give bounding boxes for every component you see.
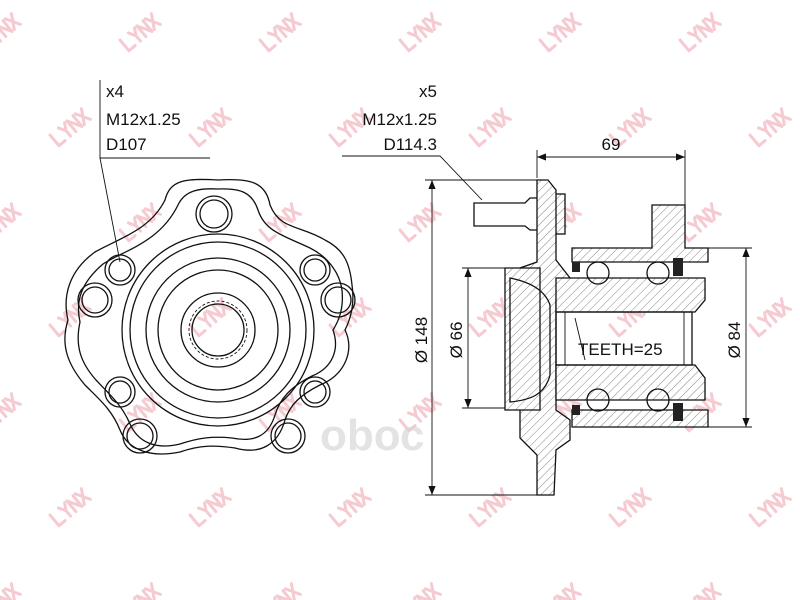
- callout-leader-right: [342, 155, 483, 201]
- brand-watermark-logo: [0, 392, 22, 433]
- seals: [572, 258, 683, 421]
- brand-watermark-logo: [398, 12, 442, 53]
- hub-shaft-lower: [555, 364, 706, 401]
- spline-outer: [180, 292, 256, 368]
- wheel-stud: [473, 197, 541, 231]
- hub-shaft-upper: [555, 277, 706, 313]
- outer-ring-upper: [571, 204, 709, 263]
- front-view: x4 M12x1.25 D107: [64, 80, 356, 455]
- secondary-watermark: оbос: [320, 411, 425, 460]
- brand-watermark-logo: [258, 12, 302, 53]
- callout-thread-right: M12x1.25: [362, 110, 437, 129]
- side-view: x5 M12x1.25 D114.3 TEETH=25: [342, 82, 752, 496]
- brand-watermark-logo: [188, 107, 232, 148]
- hub-ring-4: [157, 269, 279, 391]
- callout-count-right: x5: [419, 82, 437, 101]
- brand-watermark-logo: [0, 582, 22, 600]
- callout-thread-left: M12x1.25: [106, 110, 181, 129]
- stud-holes: [77, 195, 356, 454]
- brand-watermark-logo: [398, 202, 442, 243]
- brand-watermark-logo: [608, 487, 652, 528]
- dim-148: Ø 148: [412, 317, 431, 363]
- brand-watermark-logo: [328, 107, 372, 148]
- brand-watermark-logo: [678, 12, 722, 53]
- brand-watermark-logo: [748, 297, 792, 338]
- brand-watermark-logo: [748, 107, 792, 148]
- brand-watermark-logo: [538, 12, 582, 53]
- outer-ring-lower: [571, 409, 709, 428]
- brand-watermark-logo: [678, 202, 722, 243]
- callout-pcd-right: D114.3: [383, 135, 437, 154]
- brand-watermark-logo: [468, 487, 512, 528]
- brand-watermark-logo: [258, 392, 302, 433]
- dim-84: Ø 84: [725, 322, 744, 359]
- hub-ring-outer: [121, 233, 315, 427]
- brand-watermark-logo: [678, 582, 722, 600]
- brand-watermark-logo: [608, 107, 652, 148]
- brand-watermark-logo: [0, 12, 22, 53]
- flange-outline: [64, 178, 354, 455]
- spline-inner: [191, 303, 245, 357]
- hub-ring-3: [145, 257, 291, 403]
- brand-watermark-logo: [608, 297, 652, 338]
- flange-inner-outline: [77, 188, 344, 447]
- callout-pcd-left: D107: [106, 135, 147, 154]
- pilot-inner: [509, 277, 551, 403]
- brand-watermark-logo: [258, 582, 302, 600]
- brand-watermark-logo: [48, 487, 92, 528]
- brand-watermark-logo: [468, 107, 512, 148]
- callout-count-left: x4: [106, 82, 124, 101]
- brand-watermark-logo: [398, 392, 442, 433]
- brand-watermark-logo: [328, 487, 372, 528]
- pilot-section: [504, 267, 541, 411]
- bearing-balls: [586, 261, 670, 412]
- brand-watermark-logo: [188, 297, 232, 338]
- callout-leader-left-arrow: [99, 157, 121, 263]
- brand-watermark-logo: [468, 297, 512, 338]
- brand-watermark-logo: [118, 392, 162, 433]
- dim-width: 69: [602, 135, 621, 154]
- teeth-label: TEETH=25: [578, 340, 663, 359]
- brand-watermark-logo: [398, 582, 442, 600]
- brand-watermark-logo: [48, 107, 92, 148]
- dim-66: Ø 66: [447, 322, 466, 359]
- brand-watermark-logo: [748, 487, 792, 528]
- hub-ring-2: [129, 241, 307, 419]
- brand-watermark-logo: [258, 202, 302, 243]
- spline-teeth: [188, 300, 248, 360]
- brand-watermark-logo: [0, 202, 22, 243]
- brand-watermark-logo: [118, 582, 162, 600]
- brand-watermark-logo: [538, 582, 582, 600]
- spline-bore: [555, 311, 693, 366]
- teeth-leader: [574, 317, 586, 361]
- brand-watermark-logo: [48, 297, 92, 338]
- brand-watermark-logo: [188, 487, 232, 528]
- brand-watermark-logo: [118, 12, 162, 53]
- mount-holes: [104, 254, 331, 408]
